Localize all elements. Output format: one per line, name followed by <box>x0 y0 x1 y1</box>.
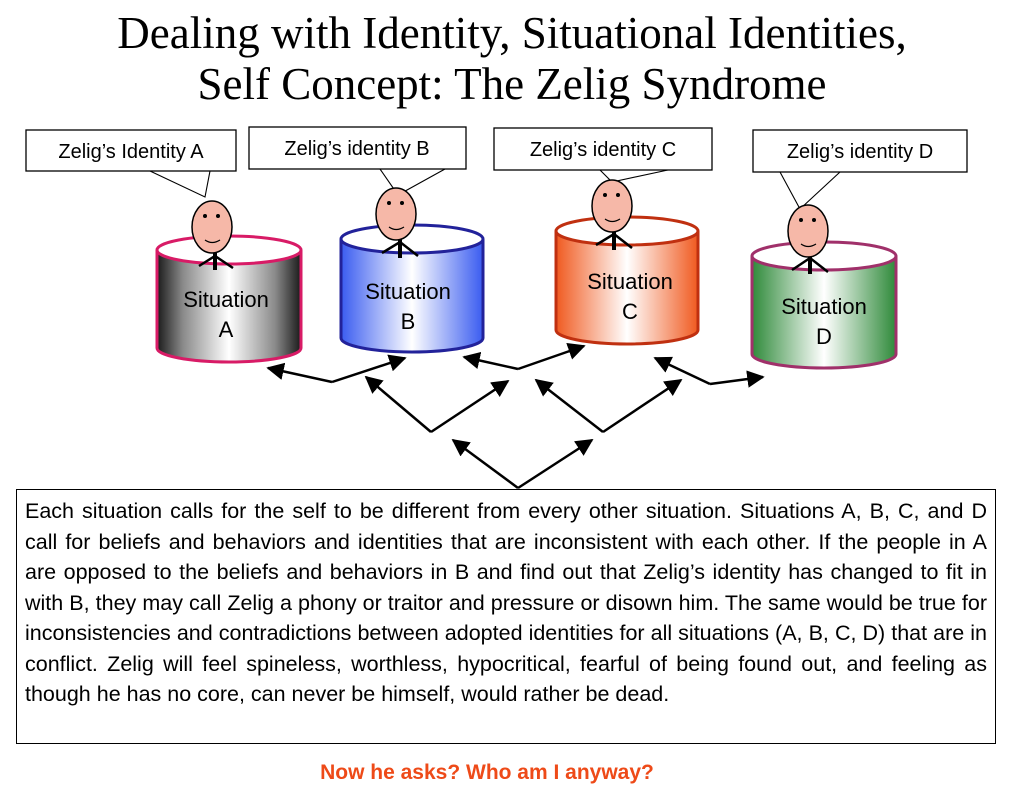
zelig-figure-b <box>375 187 419 258</box>
identity-label-d: Zelig’s identity D <box>752 129 968 173</box>
zelig-figure-c <box>591 179 633 250</box>
closing-question: Now he asks? Who am I anyway? <box>320 761 654 784</box>
situation-a-line2: A <box>219 317 234 342</box>
situation-a-line1: Situation <box>183 287 269 312</box>
description-box: Each situation calls for the self to be … <box>16 489 996 744</box>
situation-b-cylinder <box>339 223 485 354</box>
situation-d-line2: D <box>816 324 832 349</box>
situation-d-line1: Situation <box>781 294 867 319</box>
situation-b-line2: B <box>401 309 416 334</box>
situation-d-cylinder <box>750 240 898 370</box>
identity-label-c-text: Zelig’s identity C <box>530 139 676 161</box>
identity-label-c: Zelig’s identity C <box>493 127 713 171</box>
identity-label-a: Zelig’s Identity A <box>25 129 237 172</box>
situation-c-line2: C <box>622 299 638 324</box>
callout-pointers <box>149 168 841 210</box>
title-line-1: Dealing with Identity, Situational Ident… <box>117 8 907 58</box>
identity-label-b-text: Zelig’s identity B <box>284 138 429 160</box>
situation-c-cylinder <box>554 215 700 346</box>
zelig-figure-a <box>191 200 234 270</box>
identity-label-a-text: Zelig’s Identity A <box>58 141 204 163</box>
situation-a-cylinder <box>155 234 303 364</box>
situation-b-line1: Situation <box>365 279 451 304</box>
conflict-arrows <box>266 342 765 490</box>
title-line-2: Self Concept: The Zelig Syndrome <box>197 59 827 109</box>
zelig-figure-d <box>787 204 829 274</box>
page-title: Dealing with Identity, Situational Ident… <box>0 8 1024 110</box>
description-text: Each situation calls for the self to be … <box>25 499 987 706</box>
situation-c-line1: Situation <box>587 269 673 294</box>
identity-label-b: Zelig’s identity B <box>248 126 467 170</box>
identity-label-d-text: Zelig’s identity D <box>787 141 933 163</box>
